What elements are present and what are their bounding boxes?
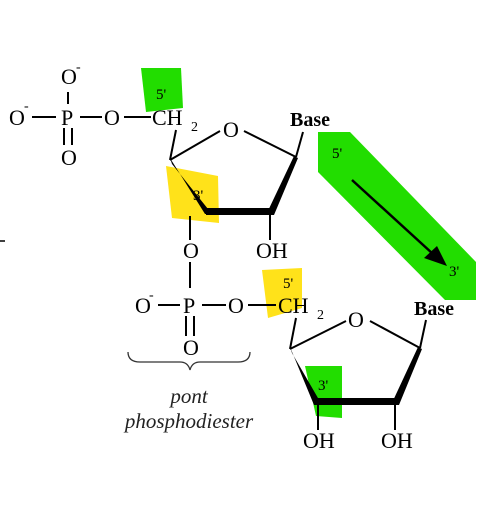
atom-ch2-top: CH (152, 105, 183, 130)
bond-c4-ringO-bottom (289, 320, 347, 350)
atom-ch2-bottom: CH (278, 293, 309, 318)
atom-p-bridge: P (183, 293, 195, 318)
phosphodiester-brace (127, 351, 251, 371)
caption-phosphodiester: phosphodiester (123, 409, 254, 433)
bond-ringO-c1-top (243, 130, 297, 158)
wedge-c2-c1-top (266, 156, 298, 215)
bond-c3-c2-top (206, 208, 270, 215)
base-label-bottom: Base (414, 298, 454, 320)
atom-o-left: O (9, 105, 25, 130)
atom-o-ester-top: O (104, 105, 120, 130)
bond-c3-c2-bottom (315, 398, 395, 405)
atom-p-top: P (61, 105, 73, 130)
label-3prime-direction: 3' (449, 264, 460, 280)
atom-oh-top: OH (256, 238, 288, 263)
caption-pont: pont (168, 384, 209, 408)
label-3prime-top: 3' (193, 188, 204, 204)
atom-o-link: O (183, 238, 199, 263)
label-5prime-direction: 5' (332, 146, 343, 162)
bond-c4-ringO-top (169, 130, 221, 161)
atom-oh-bottom-3: OH (303, 428, 335, 453)
base-label-top: Base (290, 109, 330, 131)
atom-o-bottom-top: O (61, 145, 77, 170)
atom-oh-bottom-2: OH (381, 428, 413, 453)
atom-ch2-bottom-sub: 2 (317, 308, 324, 323)
atom-ring-o-bottom: O (348, 307, 364, 332)
atom-ring-o-top: O (223, 117, 239, 142)
charge-minus-left2: - (149, 288, 154, 303)
wedge-c2-c1-bottom (391, 347, 422, 405)
charge-minus-top: - (76, 60, 81, 75)
direction-arrowhead (424, 246, 447, 266)
atom-o-top: O (61, 64, 77, 89)
direction-arrow (351, 179, 434, 255)
atom-ch2-top-sub: 2 (191, 120, 198, 135)
atom-o-left2: O (135, 293, 151, 318)
highlight-5prime-top (141, 68, 183, 112)
bond-ringO-c1-bottom (369, 320, 421, 349)
bond-c1-base-bottom (419, 319, 427, 349)
bond-c1-base-top (295, 131, 304, 158)
charge-minus-left: - (24, 99, 29, 114)
label-3prime-bottom: 3' (318, 378, 329, 394)
label-5prime-bottom: 5' (283, 276, 294, 292)
atom-o-bottom-bridge: O (183, 335, 199, 360)
bond-c5-c4-bottom (289, 317, 297, 350)
atom-o-ester-bridge: O (228, 293, 244, 318)
bond-c5-c4-top (169, 129, 177, 161)
label-5prime-top: 5' (156, 87, 167, 103)
